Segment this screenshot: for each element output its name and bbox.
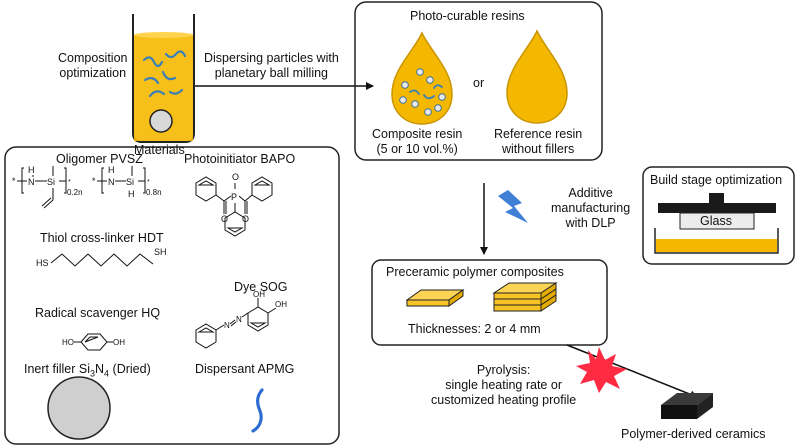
- thin-slab: [405, 289, 465, 307]
- svg-text:OH: OH: [275, 300, 287, 309]
- photoinitiator-label: Photoinitiator BAPO: [184, 152, 296, 166]
- svg-text:*: *: [68, 179, 71, 186]
- crosslinker-label: Thiol cross-linker HDT: [40, 231, 164, 245]
- build-stage-box: [642, 166, 795, 265]
- svg-text:HO: HO: [62, 338, 74, 347]
- glass-label: Glass: [700, 214, 732, 228]
- build-stage-title: Build stage optimization: [650, 173, 783, 187]
- beaker-fibers: [142, 50, 187, 98]
- beaker-particle: [149, 109, 173, 133]
- composite-resin-drop: [391, 31, 453, 125]
- pvsz-structure: * N H Si * 0.2n * N H Si H * 0.8n: [12, 165, 162, 209]
- svg-text:OH: OH: [253, 290, 265, 299]
- hdt-structure: HS SH: [36, 247, 167, 268]
- svg-text:O: O: [242, 214, 249, 224]
- dispersing-label: Dispersing particles with planetary ball…: [204, 51, 339, 80]
- svg-text:H: H: [128, 189, 135, 199]
- build-stage-plate: [658, 203, 776, 213]
- svg-text:0.8n: 0.8n: [146, 188, 162, 197]
- build-stage-post: [709, 193, 724, 203]
- svg-text:H: H: [108, 165, 115, 175]
- resins-box: [354, 1, 603, 161]
- svg-text:*: *: [12, 176, 16, 186]
- heat-burst-icon: [576, 347, 627, 393]
- dispersant-strand: [251, 388, 264, 433]
- ceramics-label: Polymer-derived ceramics: [621, 427, 766, 441]
- resin-vat: [654, 228, 779, 254]
- thickness-label: Thicknesses: 2 or 4 mm: [408, 322, 541, 336]
- reference-resin-label: Reference resin without fillers: [494, 127, 583, 156]
- glass-plate: [679, 212, 755, 230]
- resins-title: Photo-curable resins: [410, 9, 525, 23]
- composite-resin-label: Composite resin (5 or 10 vol.%): [372, 127, 463, 156]
- svg-text:SH: SH: [154, 247, 167, 257]
- svg-text:Si: Si: [126, 177, 134, 187]
- components-box: [4, 146, 340, 445]
- composition-optimization-label: Composition optimization: [58, 51, 128, 80]
- materials-beaker: [132, 14, 195, 143]
- filler-particle: [47, 376, 111, 440]
- lightning-bolt-icon: [498, 190, 528, 223]
- oligomer-label: Oligomer PVSZ: [56, 152, 143, 166]
- atom-si: Si: [47, 177, 55, 187]
- svg-text:0.2n: 0.2n: [67, 188, 83, 197]
- atom-n: N: [28, 177, 35, 187]
- svg-text:O: O: [232, 172, 239, 182]
- filler-label: Inert filler Si3N4 (Dried): [24, 362, 151, 379]
- ceramic-block: [661, 393, 713, 419]
- svg-text:OH: OH: [113, 338, 125, 347]
- svg-text:*: *: [92, 176, 96, 186]
- sog-structure: N N OH OH: [195, 290, 287, 349]
- hq-structure: HO OH: [62, 333, 125, 351]
- preceramic-title: Preceramic polymer composites: [386, 265, 564, 279]
- svg-text:N: N: [224, 321, 230, 330]
- svg-text:N: N: [108, 177, 115, 187]
- dye-label: Dye SOG: [234, 280, 288, 294]
- additive-manufacturing-label: Additive manufacturing with DLP: [551, 186, 631, 230]
- scavenger-label: Radical scavenger HQ: [35, 306, 161, 320]
- svg-text:HS: HS: [36, 258, 49, 268]
- bapo-structure: O P O O: [195, 172, 273, 237]
- svg-text:*: *: [147, 179, 150, 186]
- preceramic-box: [371, 259, 608, 346]
- thick-slab: [492, 282, 558, 312]
- svg-text:N: N: [236, 315, 242, 324]
- pyrolysis-label: Pyrolysis: single heating rate or custom…: [431, 363, 577, 407]
- reference-resin-drop: [506, 29, 568, 124]
- or-label: or: [473, 76, 485, 90]
- atom-h: H: [28, 165, 35, 175]
- resin-vat-liquid: [656, 239, 777, 252]
- dispersant-label: Dispersant APMG: [195, 362, 295, 376]
- materials-label: Materials: [134, 143, 185, 157]
- svg-text:P: P: [231, 192, 237, 202]
